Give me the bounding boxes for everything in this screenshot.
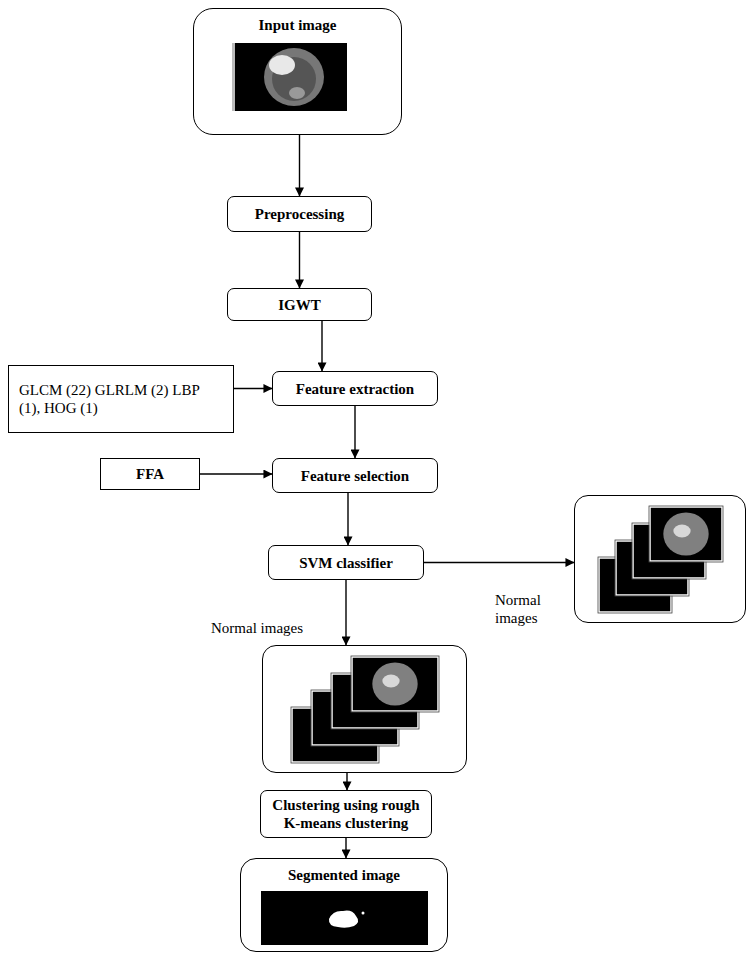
box-label: FFA [136,465,164,483]
stack-label: Normal images [211,619,303,637]
flow-arrow [234,388,272,389]
tumor-region [329,911,358,928]
box-label: GLCM (22) GLRLM (2) LBP (1), HOG (1) [19,381,223,417]
input-box: GLCM (22) GLRLM (2) LBP (1), HOG (1) [8,365,234,433]
process-box: Clustering using rough K-means clusterin… [260,790,432,838]
image-card-edge [649,506,723,562]
brain [264,48,324,106]
flow-arrow [299,135,300,196]
process-box: Feature selection [272,458,438,493]
stack-label: Normal images [495,591,567,627]
image-stack [575,496,747,624]
image-card [650,507,722,561]
flow-arrow [424,562,574,563]
box-label: Segmented image [241,866,447,884]
image-stack [263,646,468,774]
image-card-edge [351,656,439,712]
tumor [269,55,295,75]
box-label: Feature extraction [296,380,414,398]
process-box: SVM classifier [268,545,424,580]
image-ground [232,43,347,111]
flow-arrow [345,838,346,858]
process-box: Preprocessing [227,196,372,232]
image-box: Input image [193,8,402,135]
flow-arrow [346,773,347,790]
brain [372,662,417,705]
process-box: Feature extraction [272,371,438,406]
box-label: SVM classifier [299,554,393,572]
flow-arrow [347,493,348,545]
flow-arrow [354,406,355,458]
tumor-speck [362,912,365,915]
box-label: Feature selection [301,467,409,485]
input-box: FFA [100,458,200,490]
flow-arrow [345,580,346,645]
box-label: Preprocessing [255,205,344,223]
box-label: Input image [194,16,401,34]
box-label: Clustering using rough K-means clusterin… [271,796,421,832]
image-card [352,657,438,711]
image-stack-box: Normal images [262,645,467,773]
image-box: Segmented image [240,858,448,952]
image-edge [232,43,235,111]
image-ground [261,891,428,945]
flow-arrow [299,232,300,288]
tumor [673,525,690,538]
brain-detail [289,87,305,99]
tumor [382,675,399,688]
brain [663,512,708,555]
box-label: IGWT [278,296,321,314]
process-box: IGWT [227,288,372,321]
image-stack-box: Normal images [574,495,746,623]
flow-arrow [321,321,322,371]
flow-arrow [200,473,272,474]
